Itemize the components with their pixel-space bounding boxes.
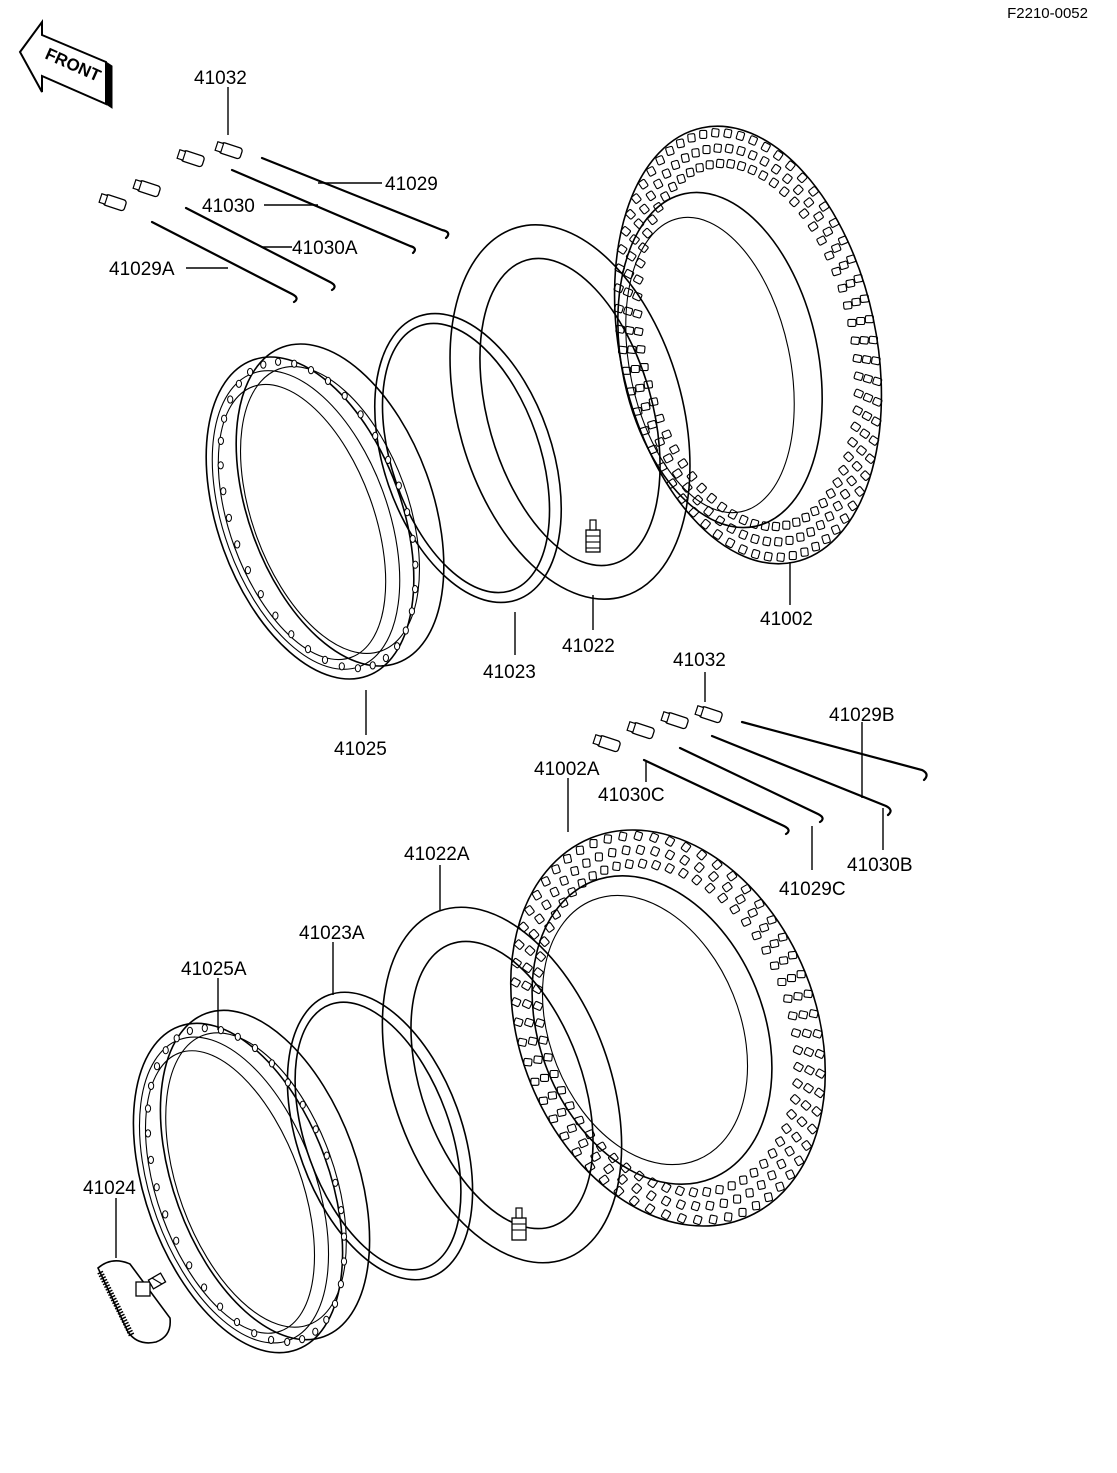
diagram-code: F2210-0052 bbox=[1007, 5, 1088, 22]
label-41030: 41030 bbox=[202, 196, 255, 217]
spoke-41030C bbox=[642, 758, 790, 836]
label-41022A: 41022A bbox=[404, 844, 470, 865]
label-41002A: 41002A bbox=[534, 759, 600, 780]
label-41023A: 41023A bbox=[299, 923, 365, 944]
spoke-41029B bbox=[740, 720, 928, 782]
spoke-41030A bbox=[184, 206, 336, 292]
label-41030B: 41030B bbox=[847, 855, 913, 876]
rim-41025-spoke-holes bbox=[217, 357, 419, 673]
tube-41022 bbox=[449, 224, 691, 600]
spoke-41030 bbox=[230, 168, 417, 255]
front-direction-arrow: FRONT bbox=[18, 18, 113, 109]
spoke-41029A bbox=[150, 220, 298, 304]
tube-41022A-valve bbox=[511, 1207, 527, 1241]
label-41002: 41002 bbox=[760, 609, 813, 630]
rim-41025 bbox=[205, 343, 445, 680]
label-41023: 41023 bbox=[483, 662, 536, 683]
label-41024: 41024 bbox=[83, 1178, 136, 1199]
spoke-41029 bbox=[260, 156, 450, 240]
spoke-41029C bbox=[678, 746, 824, 824]
nipples-41032-bottom bbox=[592, 704, 723, 753]
label-41029: 41029 bbox=[385, 174, 438, 195]
label-41032-bottom: 41032 bbox=[673, 650, 726, 671]
label-41032-top: 41032 bbox=[194, 68, 247, 89]
label-41029A: 41029A bbox=[109, 259, 175, 280]
tire-41002-tread bbox=[613, 128, 883, 562]
label-41022: 41022 bbox=[562, 636, 615, 657]
tube-41022A bbox=[381, 906, 623, 1264]
label-41030A: 41030A bbox=[292, 238, 358, 259]
tube-41022-valve bbox=[585, 519, 601, 553]
label-41030C: 41030C bbox=[598, 785, 665, 806]
tire-41002 bbox=[613, 125, 883, 565]
label-41029B: 41029B bbox=[829, 705, 895, 726]
rim-41025A bbox=[132, 1009, 371, 1354]
nipples-41032-top bbox=[98, 140, 243, 212]
rim-41025A-spoke-holes bbox=[144, 1024, 348, 1347]
rim-band-41023 bbox=[373, 312, 563, 604]
label-41025: 41025 bbox=[334, 739, 387, 760]
spoke-41030B bbox=[710, 734, 892, 817]
tire-41002A bbox=[509, 829, 827, 1227]
tire-41002A-tread bbox=[510, 830, 826, 1226]
label-41029C: 41029C bbox=[779, 879, 846, 900]
rim-band-41023A bbox=[286, 991, 474, 1281]
label-41025A: 41025A bbox=[181, 959, 247, 980]
rim-lock-41024 bbox=[97, 1260, 172, 1344]
